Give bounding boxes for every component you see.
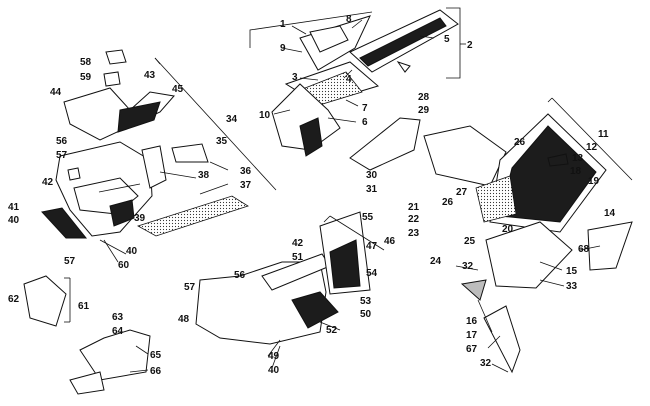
callout-30: 30 (366, 170, 378, 181)
callout-56-b: 56 (234, 270, 246, 281)
callout-21: 21 (408, 202, 420, 213)
callout-40-a: 40 (8, 215, 20, 226)
callout-47: 47 (366, 241, 378, 252)
leader-lines (64, 7, 633, 373)
callout-42-a: 42 (42, 177, 54, 188)
callout-43: 43 (144, 70, 156, 81)
callout-57-a: 57 (56, 150, 68, 161)
callout-60: 60 (118, 260, 130, 271)
callout-53: 53 (360, 296, 372, 307)
callout-28: 28 (418, 92, 430, 103)
callout-32-b: 32 (480, 358, 492, 369)
callout-66: 66 (150, 366, 162, 377)
callout-40-b: 40 (126, 246, 138, 257)
callout-3: 3 (292, 72, 298, 83)
callout-16: 16 (466, 316, 478, 327)
front-hood-assembly (41, 49, 249, 239)
callout-44: 44 (50, 87, 62, 98)
lower-left-panels (23, 275, 151, 395)
callout-12: 12 (586, 142, 598, 153)
callout-5: 5 (444, 34, 450, 45)
callout-50: 50 (360, 309, 372, 320)
callout-37: 37 (240, 180, 252, 191)
callout-11: 11 (598, 129, 609, 140)
callout-65: 65 (150, 350, 162, 361)
callout-61: 61 (78, 301, 90, 312)
callout-6: 6 (362, 117, 368, 128)
callout-29: 29 (418, 105, 430, 116)
callout-41: 41 (8, 202, 20, 213)
callout-38: 38 (198, 170, 210, 181)
callout-36: 36 (240, 166, 252, 177)
callout-58: 58 (80, 57, 92, 68)
callout-68: 68 (578, 244, 590, 255)
callout-31: 31 (366, 184, 378, 195)
callout-14: 14 (604, 208, 616, 219)
callout-51: 51 (292, 252, 304, 263)
callout-59: 59 (80, 72, 92, 83)
callout-57-b: 57 (64, 256, 76, 267)
callout-4: 4 (346, 74, 352, 85)
callout-39: 39 (134, 213, 146, 224)
callout-56-a: 56 (56, 136, 68, 147)
callout-54: 54 (366, 268, 378, 279)
side-panel-assembly (349, 113, 633, 374)
callout-15: 15 (566, 266, 578, 277)
callout-34: 34 (226, 114, 238, 125)
callout-24: 24 (430, 256, 442, 267)
callout-42-b: 42 (292, 238, 304, 249)
belly-pan-assembly (195, 211, 371, 345)
callout-63: 63 (112, 312, 124, 323)
callout-10: 10 (259, 110, 271, 121)
callout-2: 2 (467, 40, 473, 51)
callout-labels: 1 2 3 4 5 6 7 8 9 10 11 12 13 14 15 16 1… (8, 14, 616, 377)
callout-23: 23 (408, 228, 420, 239)
callout-35: 35 (216, 136, 228, 147)
windshield-assembly (271, 9, 459, 157)
callout-48: 48 (178, 314, 190, 325)
callout-26-b: 26 (442, 197, 454, 208)
callout-62: 62 (8, 294, 20, 305)
callout-45: 45 (172, 84, 184, 95)
callout-1: 1 (280, 19, 286, 30)
callout-7: 7 (362, 103, 368, 114)
callout-57-c: 57 (184, 282, 196, 293)
callout-64: 64 (112, 326, 124, 337)
callout-49: 49 (268, 351, 280, 362)
callout-20: 20 (502, 224, 514, 235)
callout-18: 18 (570, 166, 582, 177)
callout-33: 33 (566, 281, 578, 292)
callout-32-a: 32 (462, 261, 474, 272)
callout-19: 19 (588, 176, 600, 187)
callout-8: 8 (346, 14, 352, 25)
callout-25: 25 (464, 236, 476, 247)
callout-27: 27 (456, 187, 468, 198)
callout-13: 13 (572, 153, 584, 164)
callout-55: 55 (362, 212, 374, 223)
callout-26-a: 26 (514, 137, 526, 148)
callout-9: 9 (280, 43, 286, 54)
callout-67: 67 (466, 344, 478, 355)
callout-52: 52 (326, 325, 338, 336)
callout-22: 22 (408, 214, 420, 225)
callout-17: 17 (466, 330, 478, 341)
callout-46: 46 (384, 236, 396, 247)
callout-40-c: 40 (268, 365, 280, 376)
